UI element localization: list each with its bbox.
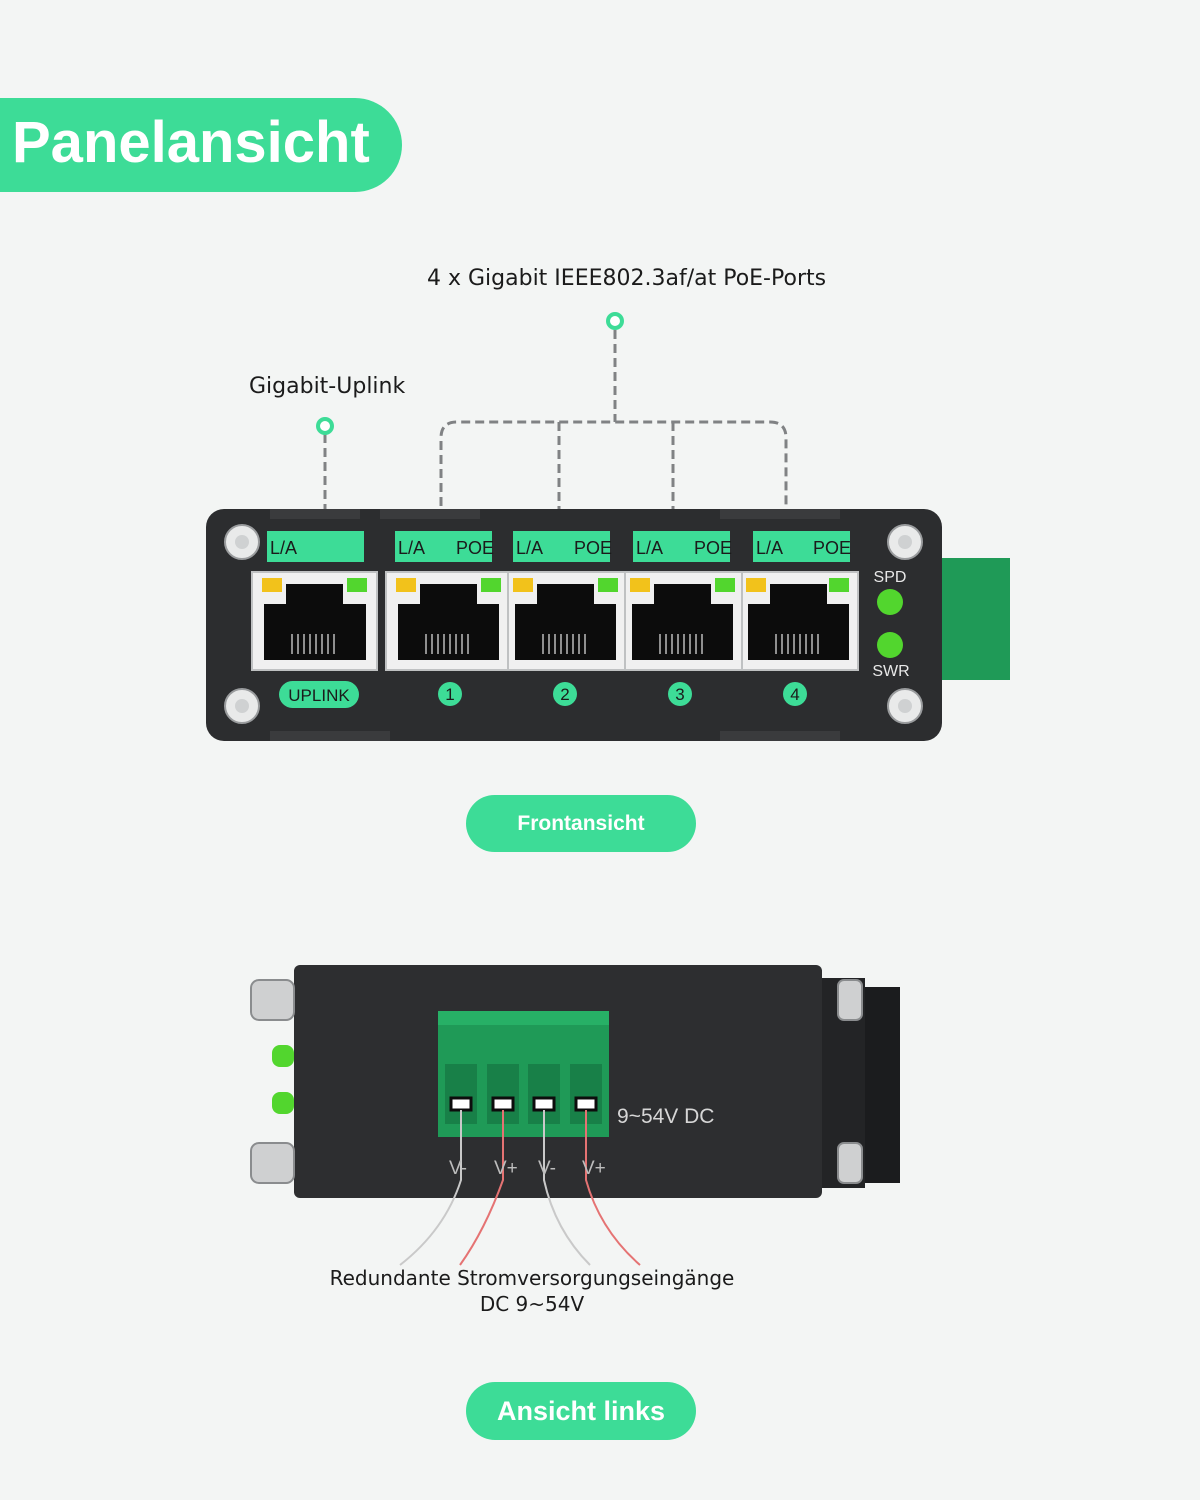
port-label-la: L/A <box>636 538 663 558</box>
spd-label: SPD <box>874 569 907 586</box>
terminal-label: V- <box>449 1158 467 1179</box>
port-leds-amber <box>262 578 766 592</box>
port-number-badges <box>438 682 807 706</box>
port-name-4: 4 <box>790 685 799 704</box>
title-banner <box>0 98 402 192</box>
spd-led <box>877 589 903 615</box>
terminal-label: V- <box>538 1158 556 1179</box>
port-name-uplink: UPLINK <box>288 686 350 705</box>
rj45-jacks <box>264 584 849 660</box>
poe-ports-callout: 4 x Gigabit IEEE802.3af/at PoE-Ports <box>427 266 827 291</box>
terminal-label: V+ <box>494 1158 518 1179</box>
port-name-2: 2 <box>560 685 569 704</box>
uplink-callout-dot <box>316 417 334 435</box>
power-range-callout: DC 9~54V <box>479 1292 585 1316</box>
poe-callout-dot <box>606 312 624 330</box>
port-label-poe: POE <box>456 538 494 558</box>
port-name-1: 1 <box>445 685 454 704</box>
uplink-callout: Gigabit-Uplink <box>249 374 406 399</box>
swr-label: SWR <box>872 663 909 680</box>
port-label-la: L/A <box>270 538 297 558</box>
port-label-poe: POE <box>694 538 732 558</box>
swr-led <box>877 632 903 658</box>
port-label-la: L/A <box>516 538 543 558</box>
front-device: L/A L/A POE L/A POE L/A POE L/A POE UPLI… <box>206 509 1010 741</box>
terminal-label: V+ <box>582 1158 606 1179</box>
power-callout: Redundante Stromversorgungseingänge <box>329 1266 735 1290</box>
left-view-caption: Ansicht links <box>466 1382 696 1440</box>
port-label-poe: POE <box>574 538 612 558</box>
jack-pins <box>291 634 819 654</box>
voltage-label: 9~54V DC <box>617 1105 714 1128</box>
left-device: 9~54V DC V- V+ V- V+ <box>250 965 900 1266</box>
port-leds-green <box>347 578 849 592</box>
port-name-3: 3 <box>675 685 684 704</box>
poe-callout-lines <box>323 330 788 520</box>
uplink-badge <box>279 681 359 708</box>
side-terminal-block <box>940 558 1010 680</box>
front-view-caption: Frontansicht <box>466 795 696 852</box>
port-label-la: L/A <box>756 538 783 558</box>
port-label-la: L/A <box>398 538 425 558</box>
label-strips <box>267 531 850 562</box>
page-title: Panelansicht <box>12 110 370 175</box>
port-label-poe: POE <box>813 538 851 558</box>
